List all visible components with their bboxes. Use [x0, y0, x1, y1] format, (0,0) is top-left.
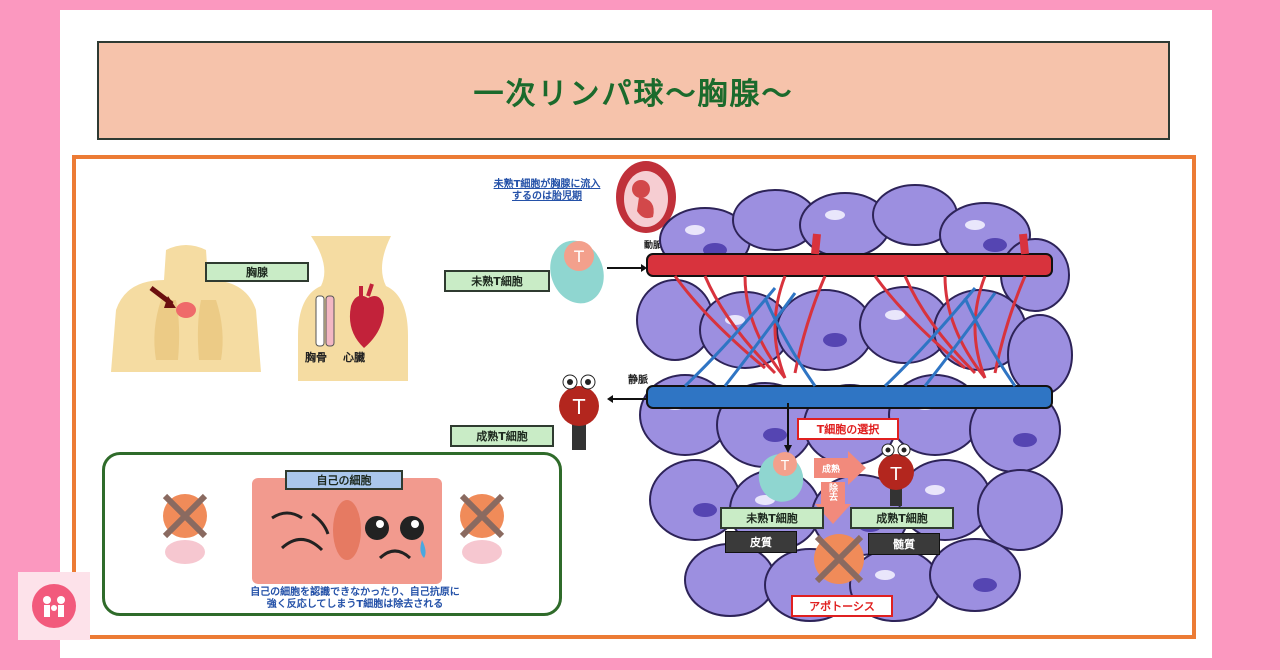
cortex-t-cell-label: 未熟T細胞	[720, 507, 824, 529]
maturation-label: 成熟	[822, 465, 841, 475]
t-letter-left: T	[572, 395, 586, 419]
maturation-arrow-icon	[814, 451, 866, 485]
vein-label: 静脈	[628, 375, 648, 386]
elimination-arrow-icon	[815, 482, 851, 524]
crossed-t-cell-baby-right-icon	[459, 493, 505, 564]
apoptosis-crossed-cell-icon	[814, 534, 864, 584]
fetal-note-line-1: 未熟T細胞が胸腺に流入	[493, 179, 601, 190]
self-note-line-2: 強く反応してしまうT細胞は除去される	[266, 599, 444, 610]
logo-family-icon	[32, 584, 76, 628]
apoptosis-label: アポトーシス	[791, 595, 893, 617]
medulla-label: 髄質	[868, 533, 940, 555]
elimination-label: 除去	[827, 483, 837, 501]
selection-arrow-icon	[784, 403, 792, 453]
svg-text:T: T	[573, 247, 584, 266]
cortex-label: 皮質	[725, 531, 797, 553]
diagram-frame	[72, 155, 1196, 639]
chest-side-illustration	[298, 236, 408, 381]
immature-t-cell-label: 未熟T細胞	[444, 270, 550, 292]
immature-t-cell-baby-icon: T	[550, 240, 604, 304]
self-cell-note: 自己の細胞を認識できなかったり、自己抗原に 強く反応してしまうT細胞は除去される	[230, 587, 480, 611]
svg-text:T: T	[780, 459, 789, 474]
cortex-baby-t-cell-icon: T	[758, 452, 804, 502]
fetal-note: 未熟T細胞が胸腺に流入 するのは胎児期	[488, 179, 606, 203]
arrow-to-artery-icon	[607, 264, 647, 272]
mature-t-cell-label: 成熟T細胞	[450, 425, 554, 447]
crossed-t-cell-baby-left-icon	[162, 493, 208, 564]
medulla-t-cell-character-icon: T	[878, 443, 914, 506]
fetus-in-womb-icon	[616, 161, 676, 233]
heart-label: 心臓	[343, 351, 365, 364]
sternum-label: 胸骨	[305, 351, 327, 364]
artery-label: 動脈	[644, 241, 663, 251]
mature-t-cell-character-icon: T	[559, 374, 599, 450]
t-letter-right: T	[890, 464, 903, 485]
page-title: 一次リンパ球〜胸腺〜	[473, 76, 794, 112]
site-logo	[18, 572, 90, 640]
title-banner: 一次リンパ球〜胸腺〜	[97, 41, 1170, 140]
t-cell-selection-label: T細胞の選択	[797, 418, 899, 440]
blood-vessel-network	[646, 233, 1053, 409]
torso-illustration	[111, 245, 261, 372]
self-note-line-1: 自己の細胞を認識できなかったり、自己抗原に	[250, 587, 460, 598]
self-cells-label: 自己の細胞	[285, 470, 403, 490]
arrow-from-vein-icon	[607, 395, 647, 403]
thymus-label: 胸腺	[205, 262, 309, 282]
self-cell-face-icon	[252, 478, 442, 584]
medulla-t-cell-label: 成熟T細胞	[850, 507, 954, 529]
fetal-note-line-2: するのは胎児期	[512, 191, 582, 202]
